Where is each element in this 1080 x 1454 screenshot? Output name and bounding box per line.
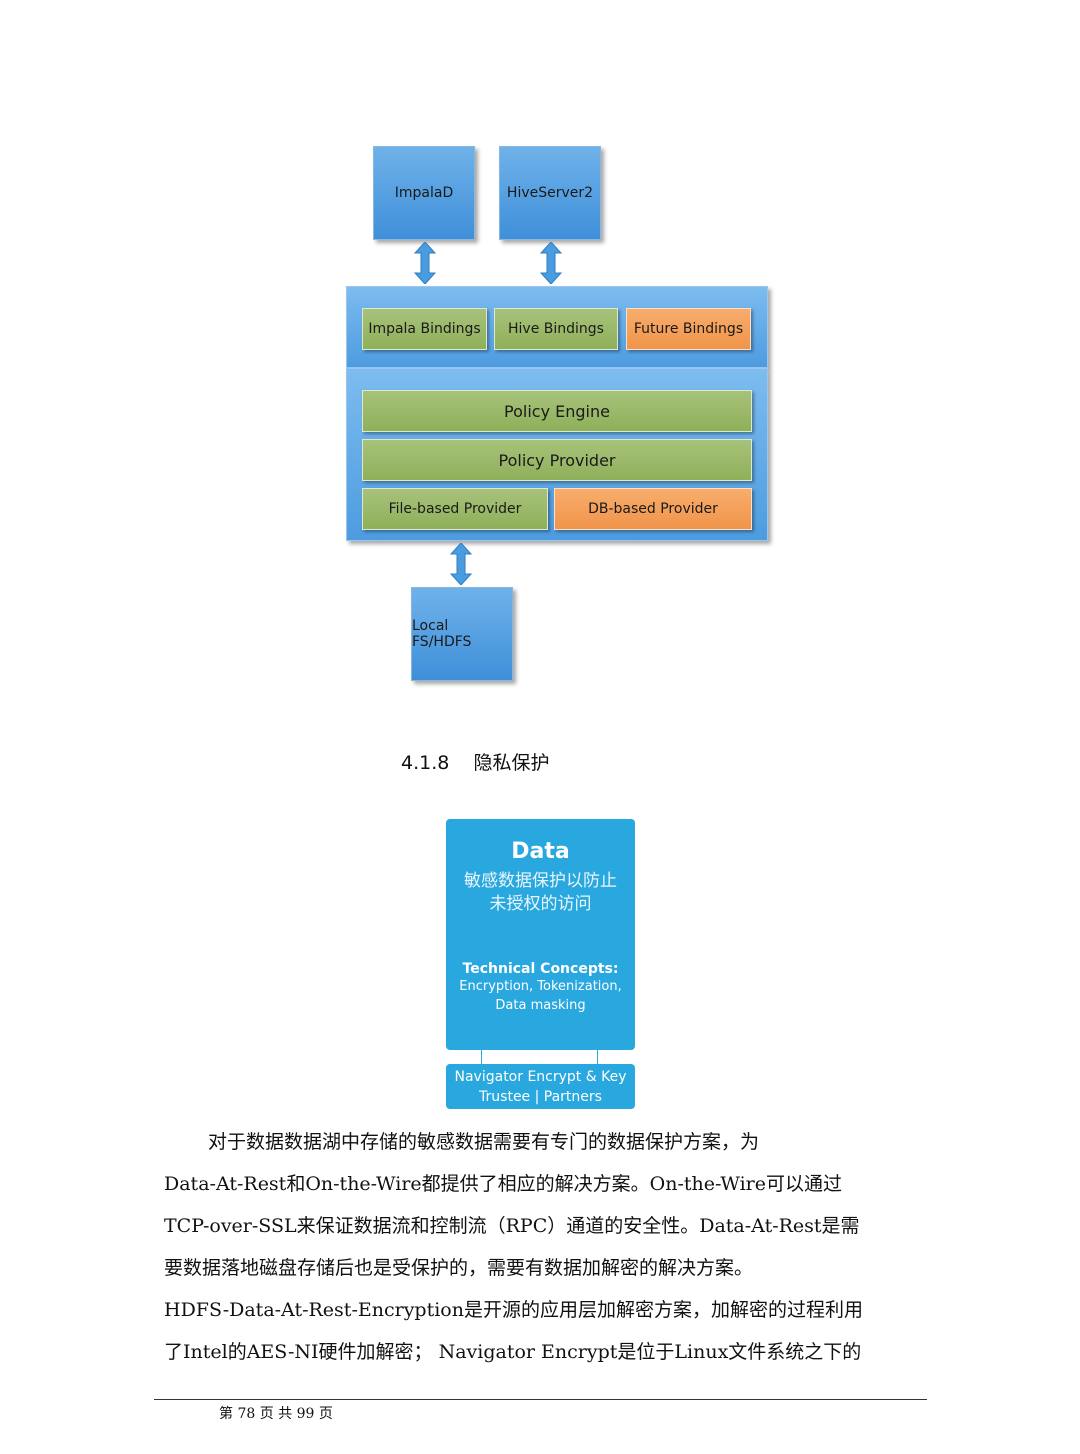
local-fs-label: Local FS/HDFS	[412, 618, 472, 650]
data-card-concepts-1: Encryption, Tokenization,	[459, 979, 622, 994]
policy-engine-box: Policy Engine	[362, 390, 752, 432]
body-line-1: 对于数据数据湖中存储的敏感数据需要有专门的数据保护方案，为	[208, 1131, 760, 1153]
impalad-label: ImpalaD	[394, 185, 454, 201]
impalad-box: ImpalaD	[373, 146, 475, 240]
impala-bindings-box: Impala Bindings	[362, 308, 487, 350]
data-card-subtitle-2: 未授权的访问	[489, 894, 592, 914]
connector-line	[481, 1050, 482, 1064]
db-provider-label: DB-based Provider	[588, 501, 718, 517]
body-line-6: 了Intel的AES-NI硬件加解密； Navigator Encrypt是位于…	[164, 1341, 862, 1363]
file-provider-box: File-based Provider	[362, 488, 548, 530]
product-card: Navigator Encrypt & Key Trustee | Partne…	[446, 1064, 635, 1109]
footer-divider	[154, 1399, 927, 1400]
double-arrow-icon	[450, 543, 472, 585]
section-title: 隐私保护	[473, 752, 550, 774]
page-footer: 第 78 页 共 99 页	[219, 1406, 333, 1422]
policy-provider-box: Policy Provider	[362, 439, 752, 481]
body-line-5: HDFS-Data-At-Rest-Encryption是开源的应用层加解密方案…	[164, 1299, 863, 1321]
section-number: 4.1.8	[401, 752, 450, 774]
policy-provider-label: Policy Provider	[498, 450, 616, 470]
data-card-subtitle-1: 敏感数据保护以防止	[464, 871, 617, 891]
connector-line	[597, 1050, 598, 1064]
impala-bindings-label: Impala Bindings	[368, 321, 481, 337]
data-card: Data 敏感数据保护以防止 未授权的访问 Technical Concepts…	[446, 819, 635, 1050]
product-line-2: Trustee | Partners	[479, 1089, 602, 1105]
future-bindings-label: Future Bindings	[633, 321, 744, 337]
policy-engine-label: Policy Engine	[504, 401, 610, 421]
hiveserver2-box: HiveServer2	[499, 146, 601, 240]
future-bindings-box: Future Bindings	[626, 308, 751, 350]
hive-bindings-label: Hive Bindings	[508, 321, 604, 337]
file-provider-label: File-based Provider	[388, 501, 522, 517]
product-line-1: Navigator Encrypt & Key	[454, 1069, 627, 1085]
double-arrow-icon	[414, 242, 436, 284]
body-paragraph: 对于数据数据湖中存储的敏感数据需要有专门的数据保护方案，为 Data-At-Re…	[164, 1121, 924, 1373]
body-line-3: TCP-over-SSL来保证数据流和控制流（RPC）通道的安全性。Data-A…	[164, 1215, 860, 1237]
data-card-concepts-title: Technical Concepts:	[462, 961, 619, 977]
local-fs-box: Local FS/HDFS	[411, 587, 513, 681]
db-provider-box: DB-based Provider	[554, 488, 752, 530]
data-card-title: Data	[511, 839, 570, 864]
data-card-concepts-2: Data masking	[495, 998, 586, 1013]
body-line-4: 要数据落地磁盘存储后也是受保护的，需要有数据加解密的解决方案。	[164, 1257, 754, 1279]
hive-bindings-box: Hive Bindings	[494, 308, 618, 350]
hiveserver2-label: HiveServer2	[506, 185, 594, 201]
body-line-2: Data-At-Rest和On-the-Wire都提供了相应的解决方案。On-t…	[164, 1173, 842, 1195]
double-arrow-icon	[540, 242, 562, 284]
section-heading: 4.1.8 隐私保护	[401, 748, 701, 776]
